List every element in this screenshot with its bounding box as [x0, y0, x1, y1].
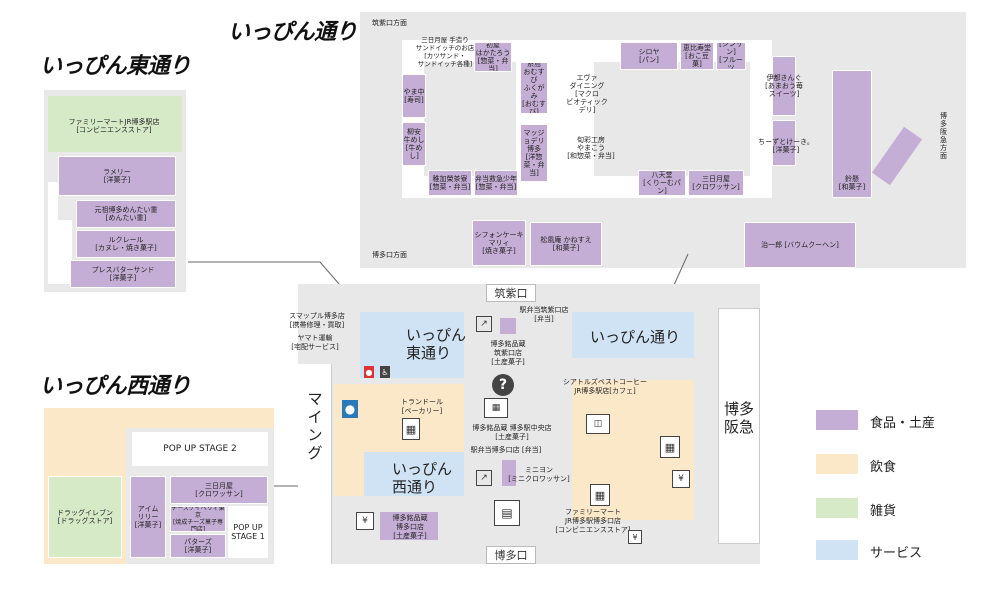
shop-ryuan-gyumeshi[interactable]: 柳安 牛めし [牛めし] — [402, 122, 426, 166]
label-seattles[interactable]: シアトルズベストコーヒー JR博多駅店[カフェ] — [562, 378, 648, 395]
train-icon: ▦ — [590, 484, 610, 506]
center-map-title: いっぴん通り — [228, 19, 358, 45]
shop-jiichiro[interactable]: 治一郎 [バウムクーヘン] — [744, 222, 856, 268]
label-meihin-center[interactable]: 博多銘品蔵 博多駅中央店 [土産菓子] — [472, 424, 552, 441]
shop-ebisudo[interactable]: 恵比寿堂 [おこ豆菓] — [680, 42, 714, 70]
label-smaple[interactable]: スマップル博多店 [携帯修理・買取] — [289, 312, 345, 329]
label-meihin-hakata[interactable]: 博多銘品蔵 博多口店 [土産菓子] — [392, 514, 428, 540]
dir-hakata: 博多口方面 — [372, 251, 407, 259]
label-yamato[interactable]: ヤマト運輸 [宅配サービス] — [291, 334, 339, 351]
shop-shiroya[interactable]: シロヤ [パン] — [620, 42, 678, 70]
gate-chikushi[interactable]: 筑紫口 — [486, 284, 536, 302]
shop-familymart-jr[interactable]: ファミリーマートJR博多駅店 [コンビニエンスストア] — [68, 118, 160, 134]
service-west — [364, 452, 464, 496]
dir-chikushi: 筑紫口方面 — [372, 19, 407, 27]
label-ekiben-chikushi[interactable]: 駅弁当筑紫口店 [弁当] — [519, 306, 569, 323]
coin-locker-icon: ▦ — [484, 398, 508, 418]
train-icon: ▦ — [402, 418, 420, 440]
shop-yamanaka[interactable]: やま中 [寿司] — [402, 74, 426, 118]
shop-itokingu[interactable]: 伊都きんぐ [あまおう苺 スイーツ] — [765, 74, 803, 98]
help-icon[interactable]: ? — [492, 374, 514, 396]
shop-hatsuya-hakataro[interactable]: 初屋 はかたろう [惣菜・弁当] — [474, 42, 512, 72]
legend-label-service: サービス — [870, 546, 923, 561]
shop-ganso-mentaiju[interactable]: 元祖博多めんたい重 [めんたい重] — [76, 200, 176, 228]
shop-matsukazean[interactable]: 松風庵 かねすえ [和菓子] — [530, 222, 602, 266]
shop-leclair[interactable]: ルクレール [カヌレ・焼き菓子] — [76, 230, 176, 258]
shop-chiffon-marie[interactable]: シフォンケーキ マリィ [焼き菓子] — [472, 220, 526, 266]
shop-itoshima-omusubi[interactable]: 糸島 おむすび ふくがみ [おむすび] — [520, 62, 548, 114]
minion-block — [502, 460, 516, 486]
ming-area — [298, 364, 332, 564]
west-street-label[interactable]: いっぴん 西通り — [392, 460, 453, 496]
ming-label: マイング — [307, 390, 323, 462]
hankyu-label: 博多 阪急 — [724, 400, 755, 436]
shop-eva-dining[interactable]: エヴァ ダイニング [マクロ ビオティック デリ] — [566, 74, 608, 114]
accessible-icon: ♿ — [380, 366, 390, 378]
shop-mikazukiya-sand[interactable]: 三日月屋 手造り サンドイッチのお店 [カツサンド・ サンドイッチ各種] — [415, 36, 475, 68]
popup-stage-2[interactable]: POP UP STAGE 2 — [132, 432, 268, 466]
shop-lamerie[interactable]: ラメリー [洋菓子] — [58, 156, 176, 196]
shop-mikazukiya-center[interactable]: 三日月屋 [クロワッサン] — [688, 170, 744, 196]
train-icon: ▦ — [660, 436, 680, 458]
restroom-female-icon: ● — [364, 366, 374, 378]
shop-chikae[interactable]: 稚加榮茶寮 [惣菜・弁当] — [428, 170, 472, 196]
shop-maggio-deli[interactable]: マッジョデリ 博多 [洋惣菜・弁当] — [520, 124, 548, 182]
label-famima-hakata[interactable]: ファミリーマート JR博多駅博多口店 [コンビニエンスストア] — [555, 508, 631, 534]
east-street-label[interactable]: いっぴん 東通り — [406, 326, 467, 362]
legend-label-dining: 飲食 — [870, 460, 897, 475]
legend-swatch-goods — [816, 498, 858, 518]
shop-bento-boy[interactable]: 弁当救急少年 [惣菜・弁当] — [474, 170, 518, 196]
meihin-hakata-block — [380, 512, 438, 540]
shop-butters[interactable]: パターズ [洋菓子] — [170, 534, 226, 558]
label-trendor[interactable]: トランドール [ベーカリー] — [401, 398, 443, 415]
shop-yamakou[interactable]: 旬彩工房 やまこう [和惣菜・弁当] — [567, 136, 615, 160]
shop-cheese-to-cake[interactable]: ちーずとけーき。 [洋菓子] — [758, 138, 814, 154]
legend-label-goods: 雑貨 — [870, 504, 897, 519]
west-map-title: いっぴん西通り — [40, 373, 191, 399]
ekiben-chikushi-block — [500, 318, 516, 334]
dir-hankyu: 博多阪急方面 — [940, 112, 947, 160]
escalator-icon: ↗ — [476, 316, 492, 332]
service-center — [572, 312, 694, 358]
label-meihin-chikushi[interactable]: 博多銘品蔵 筑紫口店 [土産菓子] — [490, 340, 526, 366]
escalator-icon: ↗ — [476, 470, 492, 486]
service-east — [360, 312, 464, 378]
legend-swatch-dining — [816, 454, 858, 474]
shop-cheese-berry[interactable]: チーズケイベリィ東京 [焼成チーズ菓子専門店] — [170, 506, 226, 532]
east-map-title: いっぴん東通り — [40, 53, 191, 79]
shop-aim-lily[interactable]: アイム リリー [洋菓子] — [130, 476, 166, 558]
label-ekiben-hakata[interactable]: 駅弁当博多口店 [弁当] — [470, 446, 542, 454]
restroom-icon: ● — [342, 400, 358, 418]
stairs-icon: ▤ — [494, 500, 520, 526]
ticket-machine-icon: ◫ — [586, 414, 610, 434]
atm-icon: ¥ — [356, 512, 374, 530]
legend-label-food: 食品・土産 — [870, 416, 936, 431]
shop-suzukake[interactable]: 鈴懸 [和菓子] — [832, 70, 872, 198]
legend-swatch-food — [816, 410, 858, 430]
shop-shinsun[interactable]: 新SUN [シンサン] [フルーツ サンド] — [716, 42, 746, 70]
shop-drug-eleven[interactable]: ドラッグイレブン [ドラッグストア] — [48, 476, 122, 558]
hankyu-area — [718, 308, 760, 544]
atm-icon: ¥ — [672, 470, 690, 488]
shop-press-butter-sand[interactable]: プレスバターサンド [洋菓子] — [70, 260, 176, 288]
atm-icon: ¥ — [628, 530, 642, 544]
gate-hakata[interactable]: 博多口 — [486, 546, 536, 564]
shop-hattendo[interactable]: 八天堂 [くりーむパン] — [638, 170, 686, 196]
center-street-label[interactable]: いっぴん通り — [590, 328, 681, 346]
label-minion[interactable]: ミニヨン [ミニクロワッサン] — [508, 466, 570, 483]
shop-mikazukiya-west[interactable]: 三日月屋 [クロワッサン] — [170, 476, 268, 504]
popup-stage-1[interactable]: POP UP STAGE 1 — [228, 506, 268, 558]
legend-swatch-service — [816, 540, 858, 560]
